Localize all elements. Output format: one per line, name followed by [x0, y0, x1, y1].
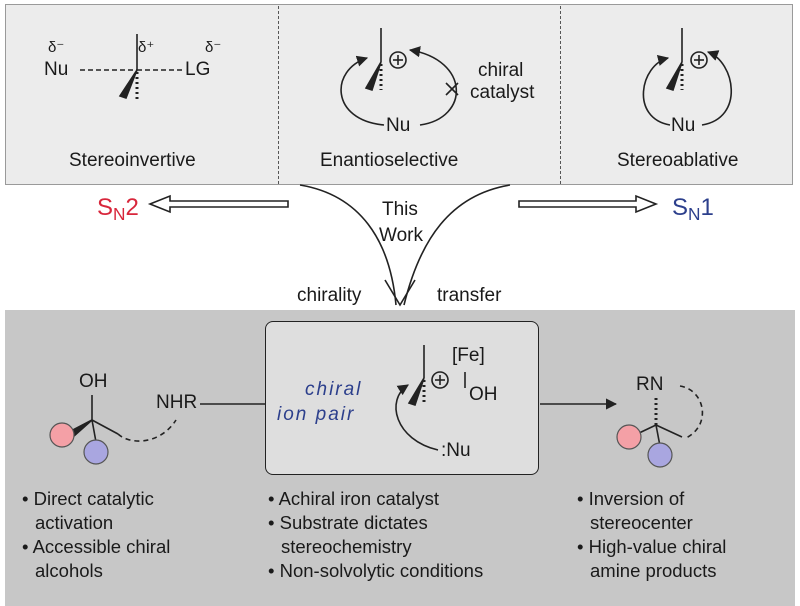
delta-plus: δ⁺	[138, 39, 155, 56]
blue-ball-product	[647, 442, 673, 468]
caption-stereoablative: Stereoablative	[617, 150, 739, 171]
nu-label-ablative: Nu	[671, 115, 696, 136]
hollow-arrow-right	[518, 194, 659, 214]
this-work-line1: This	[382, 199, 418, 220]
nu-label-enantio: Nu	[386, 115, 411, 136]
ablative-carbocation	[642, 28, 733, 126]
divider-right	[560, 6, 561, 184]
hollow-arrow-left	[147, 194, 289, 214]
caption-enantioselective: Enantioselective	[320, 150, 459, 171]
transfer-label: transfer	[437, 285, 502, 306]
substrate-structure	[69, 395, 265, 443]
iron-label: [Fe]	[452, 345, 485, 366]
sn1-label: SN1	[672, 194, 714, 224]
product-rn: RN	[636, 374, 664, 395]
converging-curves	[299, 184, 511, 307]
delta-minus-left: δ⁻	[48, 39, 65, 56]
divider-left	[278, 6, 279, 184]
catalyst-label-line1: chiral	[478, 60, 524, 81]
enantio-carbocation	[340, 28, 459, 126]
middle-bullets: • Achiral iron catalyst • Substrate dict…	[268, 488, 484, 581]
caption-stereoinvertive: Stereoinvertive	[69, 150, 196, 171]
blue-ball-substrate	[83, 439, 109, 465]
red-ball-product	[616, 424, 642, 450]
sn2-label: SN2	[97, 194, 139, 224]
chirality-label: chirality	[297, 285, 362, 306]
catalyst-label-line2: catalyst	[470, 82, 535, 103]
sn2-transition-state	[80, 34, 184, 99]
red-ball-substrate	[49, 422, 75, 448]
right-bullets: • Inversion of stereocenter • High-value…	[577, 488, 727, 581]
delta-minus-right: δ⁻	[205, 39, 222, 56]
nucleophile-label: :Nu	[441, 440, 471, 461]
ion-pair-label-line1: chiral	[305, 379, 363, 400]
ion-pair-box	[265, 321, 539, 475]
product-structure	[636, 385, 704, 447]
nu-label-sn2: Nu	[44, 59, 69, 80]
ion-pair-label-line2: ion pair	[277, 404, 356, 425]
left-bullets: • Direct catalytic activation • Accessib…	[22, 488, 171, 581]
substrate-nhr: NHR	[156, 392, 198, 413]
iron-oh-label: OH	[469, 384, 498, 405]
lg-label: LG	[185, 59, 211, 80]
substrate-oh: OH	[79, 371, 108, 392]
ion-pair-structure	[395, 345, 466, 451]
this-work-line2: Work	[379, 225, 423, 246]
